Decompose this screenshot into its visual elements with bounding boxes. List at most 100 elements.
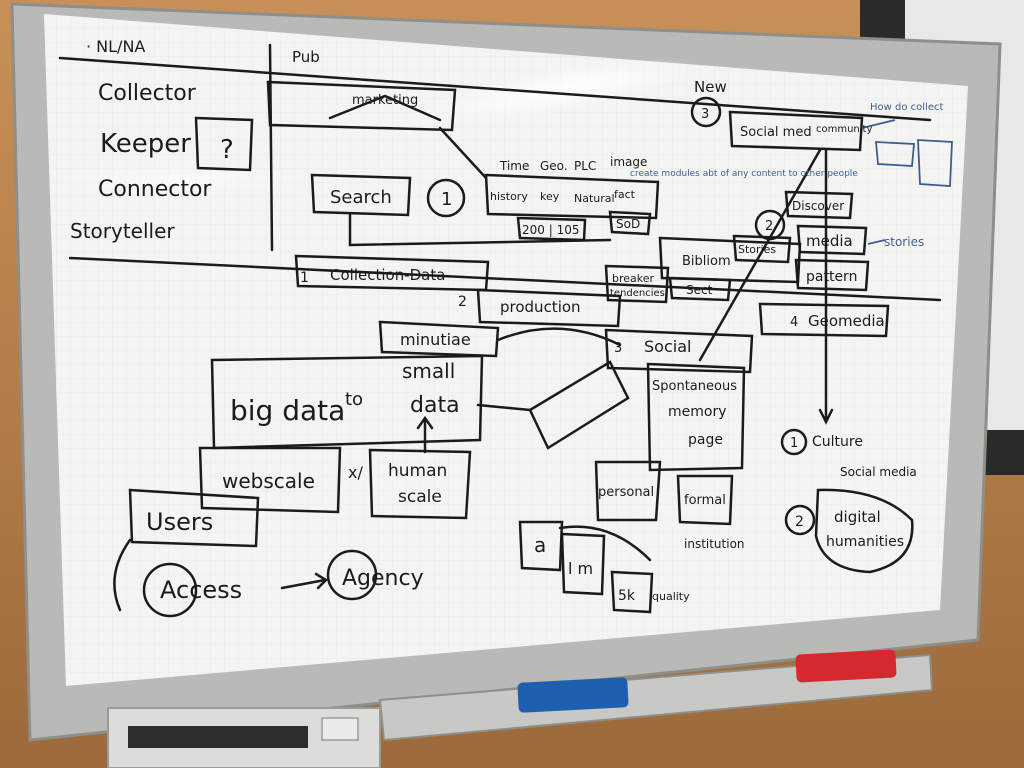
x-label: x/ [348, 463, 363, 482]
bigdata-box [210, 354, 484, 450]
collection-label: Collection-Data [330, 266, 445, 284]
marketing-label: marketing [352, 93, 418, 108]
to-label: to [345, 389, 363, 410]
pub-label: Pub [292, 48, 320, 66]
blue-arrow [861, 119, 896, 129]
humanities-label: humanities [826, 534, 904, 550]
keeper-box [194, 116, 254, 172]
facets-box [484, 173, 660, 220]
blue-arrow-stories [867, 239, 886, 245]
production-label: production [500, 298, 581, 316]
social-top-box [728, 110, 864, 152]
divider-horizontal [68, 256, 942, 302]
social-box [604, 328, 754, 374]
divider-left-vertical [268, 43, 274, 252]
social-num: 3 [614, 341, 622, 356]
breaker-box [604, 264, 670, 304]
sod-box [608, 210, 652, 236]
geo-label: Geo. [540, 159, 568, 173]
geomedia-box [758, 302, 890, 338]
divider-top [58, 56, 932, 122]
spontaneous-label: Spontaneous [652, 379, 737, 394]
personal-box [594, 460, 662, 522]
tendencies-label: tendencies [610, 288, 665, 299]
access-circle [142, 562, 198, 618]
lm-curve [558, 525, 652, 562]
small-label: small [402, 359, 455, 383]
collection-num: 1 [300, 270, 309, 286]
5k-box [610, 570, 654, 614]
discover-label: Discover [792, 199, 844, 213]
create-note: create modules abt of any content to oth… [630, 169, 858, 179]
page-label: page [688, 432, 723, 448]
agency-label: Agency [342, 566, 424, 591]
bigdata-to-missions [476, 403, 532, 412]
pattern-label: pattern [806, 269, 857, 285]
dh-num: 2 [795, 514, 804, 530]
natural-label: Natural [574, 192, 615, 205]
bibliom-label: Bibliom [682, 254, 731, 269]
media-label: media [806, 232, 853, 250]
minutiae-curve [496, 327, 622, 347]
users-curve [113, 538, 132, 612]
minutiae-box [378, 320, 500, 358]
geomedia-num: 4 [790, 315, 798, 330]
pattern-box [794, 258, 870, 292]
breaker-label: breaker [612, 272, 655, 285]
community-label: community [816, 124, 872, 135]
light-glare-2 [60, 164, 300, 196]
personal-label: personal [598, 485, 654, 500]
left-list-4: Connector [98, 177, 212, 202]
users-label: Users [146, 508, 213, 536]
a-box [518, 520, 564, 572]
culture-label: Culture [812, 434, 863, 450]
quality-label: quality [652, 590, 690, 603]
production-box [476, 288, 622, 328]
blue-box-2 [917, 139, 953, 187]
agency-circle [326, 549, 378, 601]
lm-box [560, 532, 606, 596]
institution-label: institution [684, 537, 745, 551]
sect-box [668, 276, 732, 302]
image-label: image [610, 155, 647, 169]
access-label: Access [160, 576, 242, 604]
fact-label: fact [614, 188, 636, 201]
culture-num: 1 [790, 436, 798, 451]
search-label: Search [330, 187, 392, 208]
new-circle [690, 96, 722, 128]
marketing-triangle [328, 94, 442, 122]
access-agency-arrow [280, 572, 329, 590]
production-num: 2 [458, 294, 467, 310]
arrow-up [416, 415, 434, 454]
time-label: Time [499, 159, 529, 173]
num1-circle [426, 178, 466, 218]
human-box [368, 448, 472, 520]
left-list-3: ? [220, 135, 234, 165]
digital-label: digital [834, 508, 881, 526]
memory-label: memory [668, 404, 727, 420]
history-label: history [490, 190, 528, 203]
search-box [310, 173, 412, 217]
light-glare [422, 57, 698, 123]
human-label: human [388, 461, 447, 481]
sect-label: Sect [686, 283, 713, 297]
webscale-label: webscale [222, 469, 315, 493]
geomedia-label: Geomedia [808, 312, 885, 330]
printer-panel [128, 726, 308, 748]
arrow-marketing-facets [438, 126, 488, 180]
left-list-1: Collector [98, 81, 197, 106]
nums-label: 200 | 105 [522, 223, 579, 237]
blue-eraser [517, 677, 629, 713]
dh-circle [784, 504, 816, 536]
culture-circle [780, 428, 808, 456]
dh-box [814, 488, 914, 574]
social-media-label: Social media [840, 465, 917, 479]
right-arrow-down [818, 148, 834, 425]
stories-right-label: stories [884, 235, 924, 249]
marketing-box [266, 80, 457, 132]
social-med-label: Social med [740, 125, 812, 140]
left-list-2: Keeper [100, 129, 191, 159]
missions-box [528, 360, 630, 450]
num1-label: 1 [441, 189, 452, 210]
